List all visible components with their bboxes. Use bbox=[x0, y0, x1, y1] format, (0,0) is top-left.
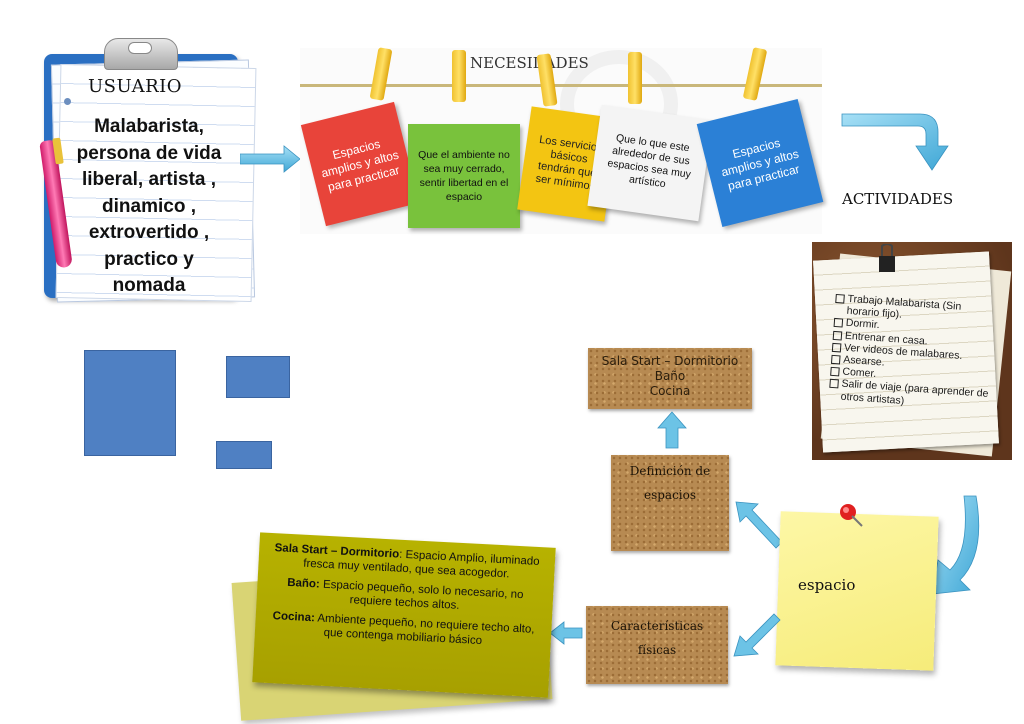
caracteristicas-cork: Características físicas bbox=[586, 606, 728, 684]
clothespin-icon bbox=[452, 50, 466, 102]
need-note-4: Que lo que este alrededor de sus espacio… bbox=[587, 104, 713, 222]
description-bano-title: Baño: bbox=[286, 576, 321, 591]
paper-hole-1 bbox=[64, 98, 71, 105]
clothesline bbox=[300, 84, 822, 87]
usuario-title: USUARIO bbox=[88, 76, 183, 97]
definicion-label-1: Definición de bbox=[629, 464, 711, 478]
clothespin-icon bbox=[628, 52, 642, 104]
arrow-up-icon bbox=[657, 411, 687, 449]
necesidades-title: NECESIDADES bbox=[470, 54, 589, 72]
arrow-up-left-icon bbox=[735, 501, 783, 549]
pushpin-icon bbox=[840, 504, 863, 527]
blue-rectangle-large bbox=[84, 350, 176, 456]
actividades-title: ACTIVIDADES bbox=[842, 190, 954, 208]
need-note-2-text: Que el ambiente no sea muy cerrado, sent… bbox=[418, 149, 510, 203]
space-sala: Sala Start – Dormitorio bbox=[601, 354, 739, 368]
espacio-label: espacio bbox=[798, 576, 856, 594]
need-note-5-text: Espacios amplios y altos para practicar bbox=[719, 135, 801, 193]
caracteristicas-label-1: Características bbox=[610, 619, 704, 633]
description-cocina-text: Ambiente pequeño, no requiere techo alto… bbox=[314, 612, 535, 648]
description-cocina-title: Cocina: bbox=[272, 610, 316, 625]
description-cocina: Cocina: Ambiente pequeño, no requiere te… bbox=[267, 609, 540, 651]
arrow-left-icon bbox=[549, 621, 583, 645]
space-bano: Baño bbox=[654, 369, 686, 383]
caracteristicas-label-2: físicas bbox=[637, 643, 677, 657]
binder-clip-icon bbox=[879, 244, 895, 272]
description-note: Sala Start – Dormitorio: Espacio Amplio,… bbox=[252, 532, 556, 698]
need-note-2: Que el ambiente no sea muy cerrado, sent… bbox=[408, 124, 520, 228]
arrow-down-left-icon bbox=[733, 613, 781, 657]
spaces-list-cork: Sala Start – Dormitorio Baño Cocina bbox=[588, 348, 752, 409]
space-cocina: Cocina bbox=[649, 384, 691, 398]
arrow-right-icon bbox=[240, 145, 301, 173]
blue-rectangle-small bbox=[216, 441, 272, 469]
clipboard-clip-hole bbox=[128, 42, 152, 54]
blue-rectangle-medium bbox=[226, 356, 290, 398]
definicion-label-2: espacios bbox=[643, 488, 697, 502]
description-sala-title: Sala Start – Dormitorio bbox=[274, 542, 400, 561]
usuario-description: Malabarista, persona de vida liberal, ar… bbox=[76, 116, 222, 296]
need-note-1-text: Espacios amplios y altos para practicar bbox=[319, 136, 401, 194]
need-note-4-text: Que lo que este alrededor de sus espacio… bbox=[606, 132, 692, 191]
definicion-espacios-cork: Definición de espacios bbox=[611, 455, 729, 551]
arrow-curve-down-icon bbox=[841, 113, 949, 171]
description-bano-text: Espacio pequeño, solo lo necesario, no r… bbox=[319, 578, 524, 612]
arrow-curve-down-left-icon bbox=[931, 495, 980, 595]
activities-list: Trabajo Malabarista (Sin horario fijo). … bbox=[828, 292, 995, 413]
